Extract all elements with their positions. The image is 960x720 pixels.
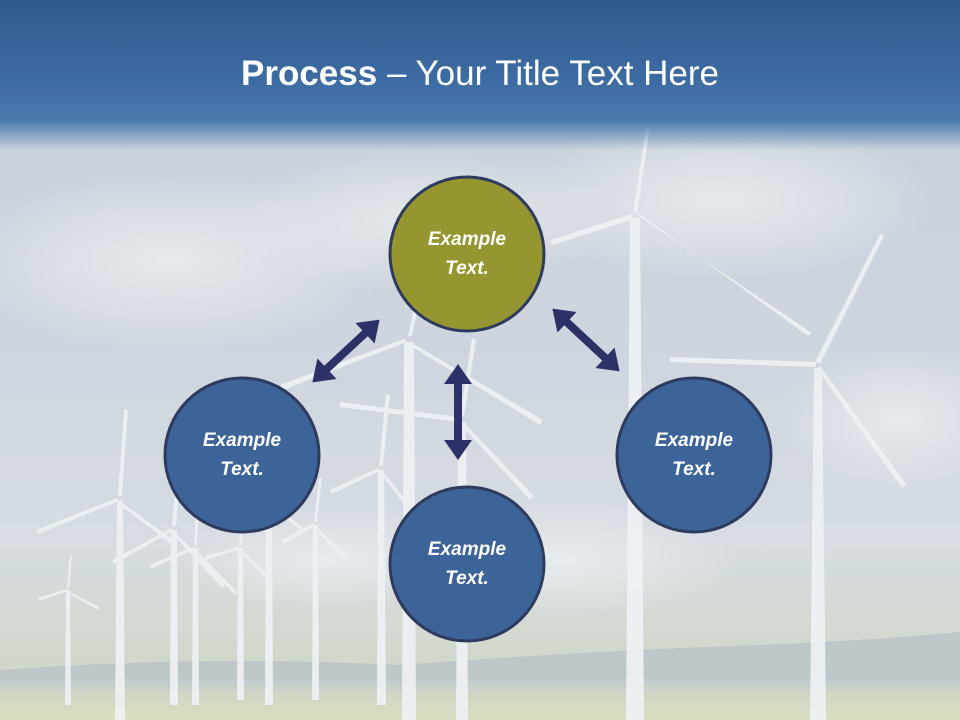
node-left-circle bbox=[163, 376, 321, 534]
node-right-label: Example Text. bbox=[654, 430, 734, 480]
node-bottom-label: Example Text. bbox=[427, 539, 507, 589]
node-right-circle bbox=[615, 376, 773, 534]
node-left-label: Example Text. bbox=[202, 430, 282, 480]
node-top-label: Example Text. bbox=[427, 229, 507, 279]
arrow-top-left bbox=[312, 319, 380, 383]
header-band bbox=[0, 0, 960, 150]
node-bottom-circle bbox=[388, 485, 546, 643]
node-top-circle bbox=[388, 175, 546, 333]
title-rest: – Your Title Text Here bbox=[377, 54, 719, 93]
arrow-vertical bbox=[444, 364, 472, 460]
title-bold: Process bbox=[241, 54, 378, 93]
arrow-top-right bbox=[552, 308, 620, 372]
slide-title: Process – Your Title Text Here bbox=[0, 52, 960, 96]
